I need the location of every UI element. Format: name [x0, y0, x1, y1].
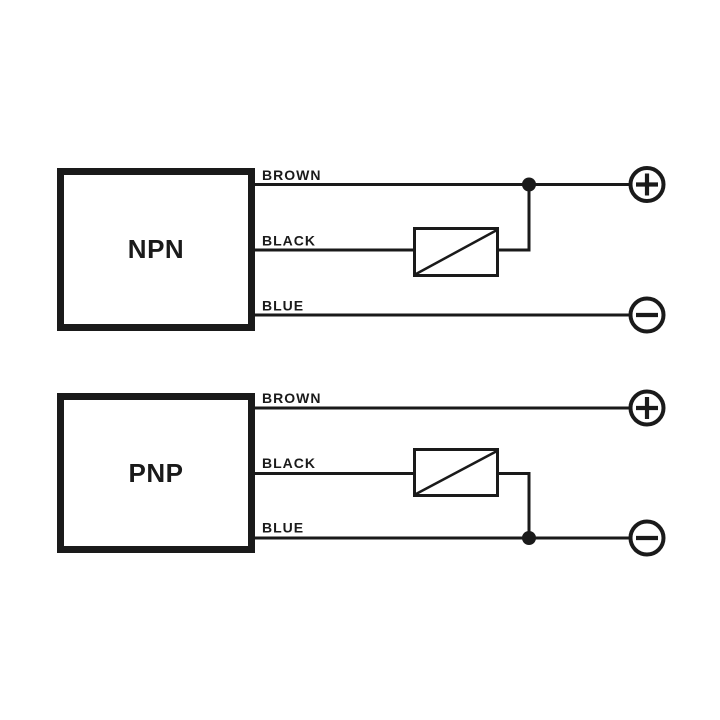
pnp-black-wire-label: BLACK: [262, 455, 316, 471]
pnp-sensor-box: [57, 393, 255, 553]
npn-sensor-box: [57, 168, 255, 331]
npn-plus-terminal-icon: [628, 166, 666, 203]
pnp-blue-wire-label: BLUE: [262, 520, 304, 536]
npn-load-diagonal: [415, 228, 498, 276]
pnp-junction-dot: [522, 531, 536, 545]
npn-junction-dot: [522, 177, 536, 192]
npn-load-to-plus-connector: [498, 184, 531, 252]
pnp-load-to-minus-connector: [498, 472, 531, 538]
pnp-diagram: PNP BROWN BLACK BLUE: [57, 389, 666, 557]
pnp-brown-wire-label: BROWN: [262, 390, 321, 406]
npn-diagram: NPN BROWN BLACK BLUE: [57, 166, 666, 334]
npn-box-label: NPN: [128, 234, 184, 264]
npn-minus-terminal-icon: [628, 296, 666, 334]
pnp-minus-terminal-icon: [628, 519, 666, 557]
npn-black-wire-label: BLACK: [262, 233, 316, 249]
npn-blue-wire-label: BLUE: [262, 298, 304, 314]
pnp-load-diagonal: [415, 449, 498, 496]
pnp-plus-terminal-icon: [628, 389, 666, 427]
npn-brown-wire-label: BROWN: [262, 167, 321, 183]
pnp-box-label: PNP: [129, 458, 184, 488]
